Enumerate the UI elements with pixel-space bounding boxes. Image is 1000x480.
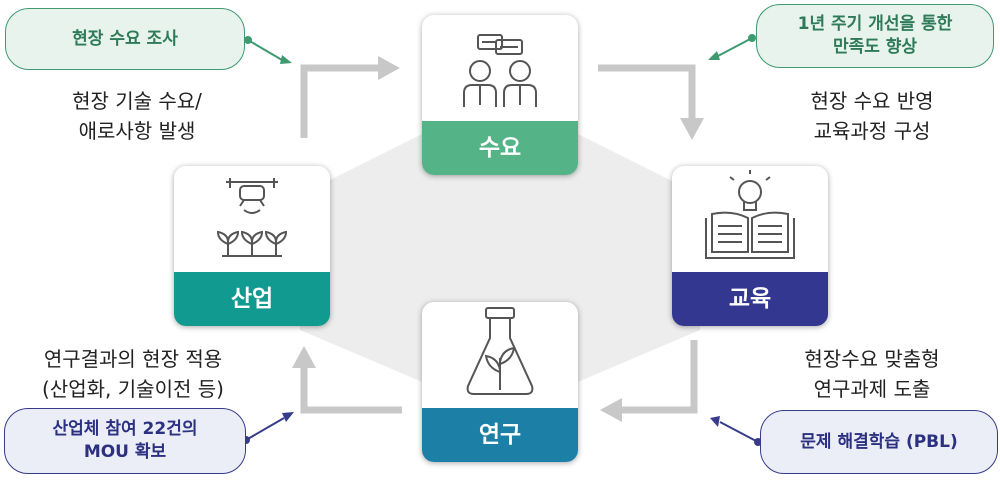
card-education: 교육 <box>672 166 828 326</box>
connector-survey <box>247 39 283 61</box>
people-talking-icon <box>463 34 537 107</box>
node-label-demand: 수요 <box>422 121 578 175</box>
drone-crops-icon <box>216 178 288 257</box>
arrow-demand-to-education <box>598 64 696 118</box>
node-label-research: 연구 <box>422 408 578 462</box>
bubble-improve: 1년 주기 개선을 통한 만족도 향상 <box>756 4 994 68</box>
flask-sprout-icon <box>466 307 534 395</box>
connector-pbl <box>719 421 759 443</box>
desc-bottom-right: 현장수요 맞춤형 연구과제 도출 <box>804 347 940 401</box>
bubble-mou-line1: 산업체 참여 22건의 <box>52 419 198 439</box>
bubble-survey-text: 현장 수요 조사 <box>72 28 178 49</box>
arrow-research-to-industry <box>300 368 402 414</box>
bubble-survey: 현장 수요 조사 <box>5 8 245 70</box>
arrowhead-demand-to-education <box>680 118 704 140</box>
card-industry: 산업 <box>174 166 330 326</box>
bubble-improve-line1: 1년 주기 개선을 통한 <box>797 14 953 34</box>
bubble-mou: 산업체 참여 22건의 MOU 확보 <box>4 408 246 474</box>
node-label-education: 교육 <box>672 272 828 326</box>
arrowhead-research-to-industry <box>292 346 316 368</box>
card-research: 연구 <box>422 302 578 462</box>
bubble-improve-line2: 만족도 향상 <box>832 37 918 57</box>
center-hexagon <box>300 95 700 415</box>
arrow-industry-to-demand <box>300 64 378 138</box>
arrowhead-industry-to-demand <box>378 56 400 80</box>
lightbulb-book-icon <box>705 170 795 259</box>
connector-mou <box>245 417 285 441</box>
desc-top-right: 현장 수요 반영 교육과정 구성 <box>810 89 934 143</box>
bubble-pbl: 문제 해결학습 (PBL) <box>760 410 998 474</box>
bubble-mou-line2: MOU 확보 <box>83 442 167 462</box>
card-demand: 수요 <box>422 15 578 175</box>
connector-improve <box>717 37 753 57</box>
arrow-education-to-research <box>622 340 698 414</box>
node-label-industry: 산업 <box>174 272 330 326</box>
bubble-pbl-text: 문제 해결학습 (PBL) <box>800 431 958 452</box>
desc-bottom-left: 연구결과의 현장 적용 (산업화, 기술이전 등) <box>42 347 224 401</box>
arrowhead-education-to-research <box>600 398 622 422</box>
desc-top-left: 현장 기술 수요/ 애로사항 발생 <box>72 89 202 143</box>
